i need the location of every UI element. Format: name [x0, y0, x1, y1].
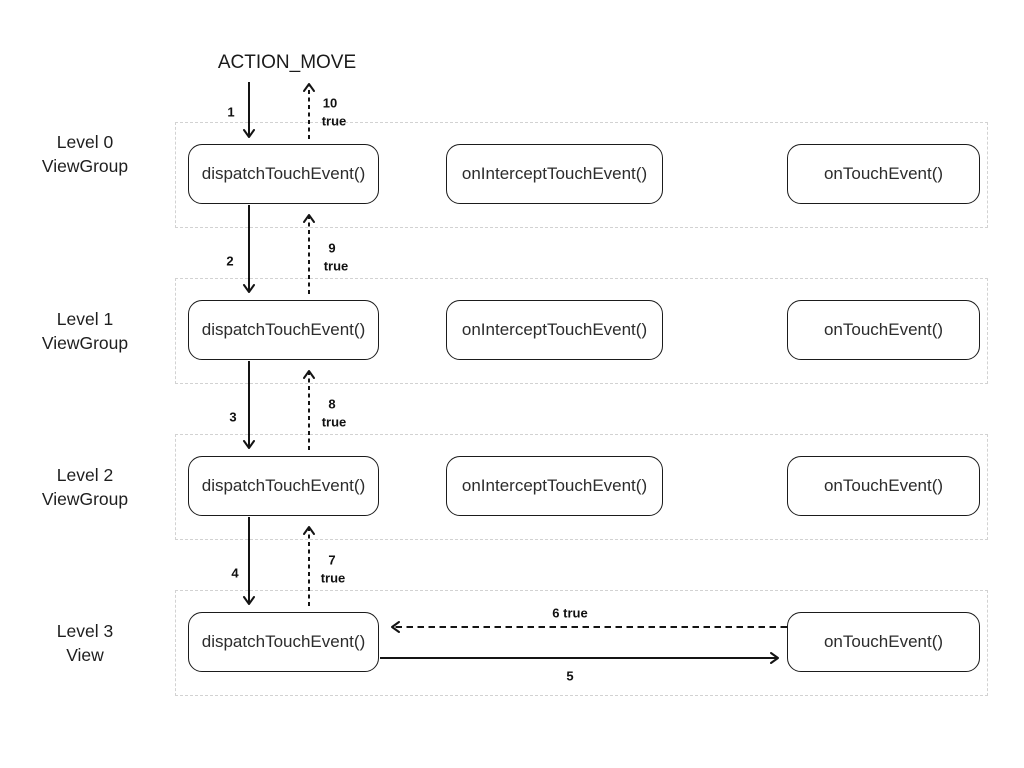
arrow-step-8-label: 8	[328, 396, 336, 412]
level-3-dispatch-touch-event-box: dispatchTouchEvent()	[188, 612, 379, 672]
level-1-on-intercept-touch-event-box: onInterceptTouchEvent()	[446, 300, 663, 360]
level-1-on-touch-event-box: onTouchEvent()	[787, 300, 980, 360]
level-2-dispatch-touch-event-box: dispatchTouchEvent()	[188, 456, 379, 516]
level-3-on-touch-event-box: onTouchEvent()	[787, 612, 980, 672]
level-2-label-line1: Level 2	[56, 465, 114, 485]
level-3-label-line1: Level 3	[56, 621, 114, 641]
level-3-lane	[175, 590, 988, 696]
arrow-step-6-label: 6 true	[552, 605, 588, 621]
arrow-step-8-result-label: true	[321, 414, 347, 430]
level-1-label-line2: ViewGroup	[41, 333, 129, 353]
level-0-label-line1: Level 0	[56, 132, 114, 152]
level-0-on-intercept-touch-event-box: onInterceptTouchEvent()	[446, 144, 663, 204]
arrow-step-7-label: 7	[328, 552, 336, 568]
arrow-step-1-label: 1	[227, 104, 235, 120]
level-0-label-line2: ViewGroup	[41, 156, 129, 176]
level-3-label: Level 3 View	[10, 619, 160, 667]
event-title: ACTION_MOVE	[217, 52, 357, 73]
arrow-step-10-result-label: true	[321, 113, 347, 129]
arrow-step-3-label: 3	[229, 409, 237, 425]
level-1-lane	[175, 278, 988, 384]
arrow-step-9-label: 9	[328, 240, 336, 256]
level-2-on-touch-event-box: onTouchEvent()	[787, 456, 980, 516]
arrow-step-9-result-label: true	[323, 258, 349, 274]
arrow-step-10-label: 10	[322, 95, 338, 111]
arrow-step-7-result-label: true	[320, 570, 346, 586]
level-0-dispatch-touch-event-box: dispatchTouchEvent()	[188, 144, 379, 204]
level-0-on-touch-event-box: onTouchEvent()	[787, 144, 980, 204]
level-2-label: Level 2 ViewGroup	[10, 463, 160, 511]
level-0-lane	[175, 122, 988, 228]
level-3-label-line2: View	[66, 645, 104, 665]
level-1-label-line1: Level 1	[56, 309, 114, 329]
level-2-lane	[175, 434, 988, 540]
level-2-label-line2: ViewGroup	[41, 489, 129, 509]
arrow-step-4-label: 4	[231, 565, 239, 581]
level-2-on-intercept-touch-event-box: onInterceptTouchEvent()	[446, 456, 663, 516]
level-1-dispatch-touch-event-box: dispatchTouchEvent()	[188, 300, 379, 360]
level-0-label: Level 0 ViewGroup	[10, 130, 160, 178]
level-1-label: Level 1 ViewGroup	[10, 307, 160, 355]
arrow-step-2-label: 2	[226, 253, 234, 269]
arrow-step-5-label: 5	[566, 668, 574, 684]
